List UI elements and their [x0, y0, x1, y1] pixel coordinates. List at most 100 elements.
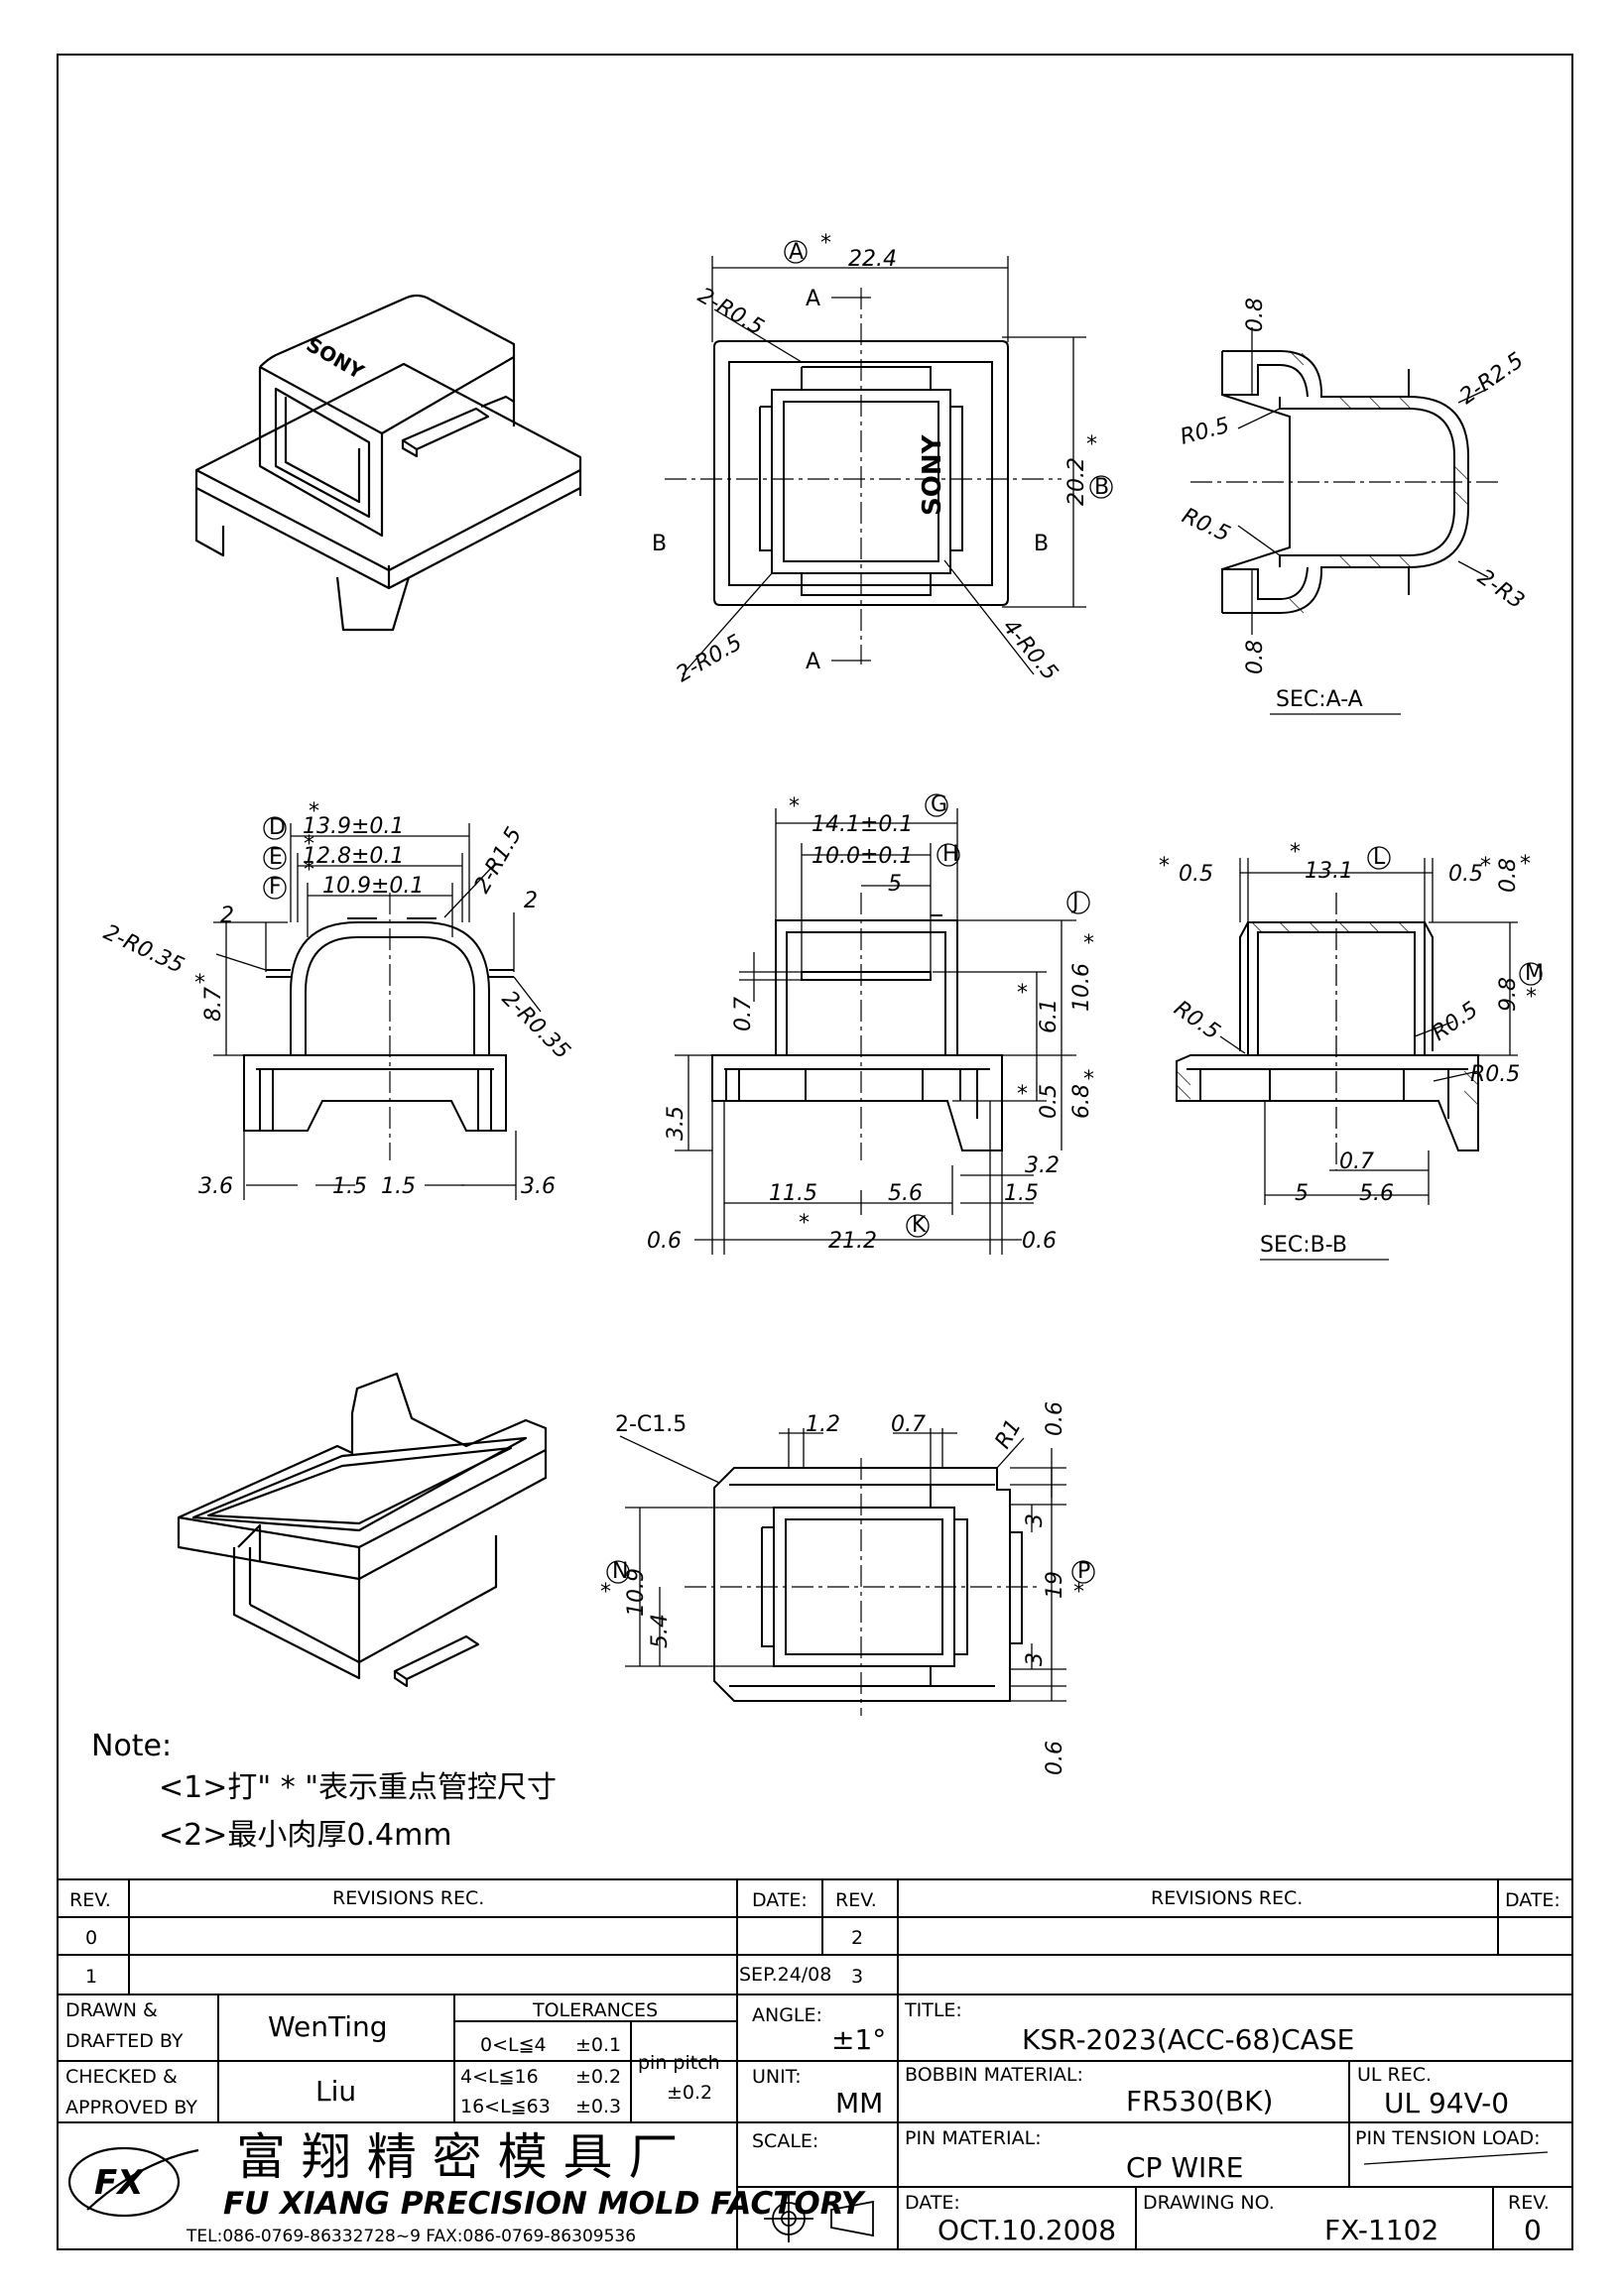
- sec-bb-dim-0-8: 0.8: [1496, 858, 1521, 893]
- tb-rev-0: 0: [85, 1927, 97, 1949]
- tb-drawing-no-label: DRAWING NO.: [1143, 2192, 1275, 2214]
- projection-symbol-icon: [764, 2195, 874, 2242]
- dim-20-2: 20.2: [1064, 457, 1089, 506]
- company-logo-icon: [67, 2146, 199, 2218]
- tb-rev-value: 0: [1524, 2214, 1542, 2246]
- side-view-dims: [213, 816, 542, 1200]
- tb-rev-header-2: REV.: [835, 1889, 877, 1911]
- sec-bb-dim-5: 5: [1295, 1181, 1309, 1206]
- section-a-a-dims: [1190, 327, 1498, 715]
- front-dim-5: 5: [888, 872, 902, 897]
- bottom-dim-19: 19: [1043, 1571, 1067, 1599]
- tb-checked-label-2: APPROVED BY: [65, 2097, 197, 2118]
- front-dim-10-6: 10.6: [1069, 963, 1094, 1012]
- tb-pin-pitch-label: pin pitch: [638, 2052, 720, 2074]
- tb-drawn-label-1: DRAWN &: [65, 1999, 158, 2021]
- tb-tol-1: 0<L≦4: [480, 2034, 547, 2056]
- side-radius-0-35-left: 2-R0.35: [99, 920, 187, 979]
- section-b-b-view: [1176, 921, 1479, 1151]
- front-ref-j: J: [1070, 890, 1079, 914]
- tb-pin-pitch-value: ±0.2: [667, 2082, 712, 2104]
- dim-star: *: [820, 231, 831, 256]
- side-dim-2-right: 2: [524, 889, 538, 913]
- tb-tol-3-value: ±0.3: [575, 2096, 621, 2117]
- tb-tol-2-value: ±0.2: [575, 2066, 621, 2088]
- tb-date-header: DATE:: [752, 1889, 808, 1911]
- tb-revisions-header: REVISIONS REC.: [332, 1887, 484, 1909]
- front-view: [711, 914, 1003, 1151]
- sec-aa-radius-top: R0.5: [1178, 414, 1232, 450]
- tb-date-header-2: DATE:: [1505, 1889, 1561, 1911]
- front-ref-k: K: [912, 1213, 927, 1238]
- dim-star-b: *: [1086, 432, 1097, 457]
- front-dim-6-1: 6.1: [1037, 999, 1062, 1033]
- top-view: [713, 340, 1009, 606]
- section-a-a-hatch: [1289, 350, 1469, 614]
- tb-angle-label: ANGLE:: [752, 2004, 822, 2026]
- section-b-right: B: [1034, 532, 1049, 556]
- side-dim-12-8: 12.8±0.1: [303, 844, 404, 869]
- tb-unit-value: MM: [835, 2087, 883, 2119]
- sec-bb-dim-0-7: 0.7: [1339, 1149, 1374, 1174]
- tb-scale-label: SCALE:: [752, 2130, 818, 2152]
- front-star-4: *: [1017, 1082, 1028, 1107]
- tb-rev-1-date: SEP.24/08: [739, 1964, 831, 1986]
- sec-bb-star-2: *: [1159, 854, 1170, 879]
- front-ref-g: G: [931, 792, 947, 817]
- tb-title-value: KSR-2023(ACC-68)CASE: [1022, 2023, 1354, 2056]
- bottom-star-n: *: [600, 1580, 611, 1605]
- side-ref-f: F: [269, 875, 282, 900]
- sec-bb-radius-mid: R0.5: [1428, 998, 1483, 1046]
- top-view-centerlines: [665, 288, 1062, 665]
- sec-aa-radius-bottom: R0.5: [1178, 504, 1233, 547]
- bottom-dim-3-bottom: 3: [1023, 1652, 1048, 1666]
- front-ref-h: H: [942, 842, 959, 867]
- front-dim-0-6-left: 0.6: [647, 1229, 682, 1254]
- sec-bb-dim-0-5-right: 0.5: [1448, 862, 1483, 887]
- front-dim-21-2: 21.2: [828, 1229, 877, 1254]
- bottom-star-p: *: [1073, 1580, 1084, 1605]
- tb-tolerances-label: TOLERANCES: [532, 1999, 658, 2021]
- note-line-2: <2>最小肉厚0.4mm: [159, 1818, 452, 1853]
- side-radius-0-35-right: 2-R0.35: [497, 987, 575, 1065]
- bottom-dim-10-9: 10.9: [624, 1568, 649, 1617]
- radius-inner: 4-R0.5: [997, 615, 1062, 685]
- bottom-view: [713, 1467, 1023, 1702]
- sec-bb-star-4: *: [1520, 852, 1531, 877]
- front-star-5: *: [1083, 1067, 1094, 1092]
- tb-bobbin-value: FR530(BK): [1126, 2085, 1273, 2117]
- front-star-3: *: [1017, 981, 1028, 1006]
- front-dim-11-5: 11.5: [769, 1181, 817, 1206]
- side-star-1: *: [309, 799, 319, 824]
- tb-date-label: DATE:: [905, 2192, 960, 2214]
- front-star-2: *: [1083, 931, 1094, 956]
- sec-bb-radius-left: R0.5: [1170, 996, 1225, 1044]
- sec-aa-radius-outer-top: 2-R2.5: [1455, 348, 1528, 410]
- front-dim-3-5: 3.5: [664, 1106, 688, 1141]
- bottom-view-centerlines: [685, 1458, 1042, 1716]
- sec-bb-dim-9-8: 9.8: [1496, 977, 1521, 1012]
- tb-ul-value: UL 94V-0: [1384, 2087, 1509, 2119]
- note-line-1: <1>打" * "表示重点管控尺寸: [159, 1770, 557, 1805]
- bottom-radius-r1: R1: [991, 1415, 1027, 1453]
- tb-rev-1: 1: [85, 1966, 97, 1988]
- tb-pin-material-label: PIN MATERIAL:: [905, 2127, 1042, 2149]
- bottom-chamfer: 2-C1.5: [615, 1412, 687, 1437]
- sec-bb-dim-0-5-left: 0.5: [1179, 862, 1213, 887]
- tb-tol-2: 4<L≦16: [460, 2066, 539, 2088]
- section-b-b-dims: [1219, 846, 1543, 1205]
- sec-bb-star-1: *: [1290, 840, 1301, 865]
- front-dim-0-6-right: 0.6: [1022, 1229, 1057, 1254]
- tb-pin-tension-label: PIN TENSION LOAD:: [1355, 2127, 1541, 2149]
- isometric-top-view: [194, 294, 582, 632]
- tb-rev-3: 3: [851, 1966, 863, 1988]
- ref-b-bubble: B: [1094, 475, 1109, 500]
- tb-rev-2: 2: [851, 1927, 863, 1949]
- bottom-view-dims: [606, 1428, 1095, 1702]
- side-dim-13-9: 13.9±0.1: [303, 814, 404, 839]
- sec-aa-title: SEC:A-A: [1276, 687, 1363, 712]
- tb-date-value: OCT.10.2008: [937, 2214, 1116, 2246]
- bottom-dim-0-6-top: 0.6: [1043, 1401, 1067, 1436]
- section-a-top: A: [806, 287, 820, 311]
- tb-unit-label: UNIT:: [752, 2066, 802, 2088]
